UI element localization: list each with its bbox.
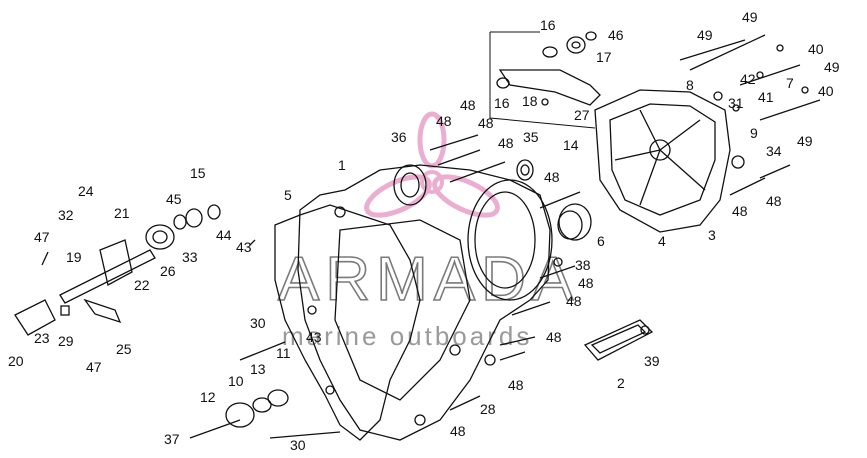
callout-19: 19 [66,249,82,265]
callout-20: 20 [8,353,24,369]
callout-4: 4 [658,233,666,249]
callout-48e: 48 [544,169,560,185]
main-case [297,164,553,441]
callout-31: 31 [728,95,744,111]
callout-11: 11 [276,345,291,361]
callout-14: 14 [563,137,579,153]
callout-48c: 48 [478,115,494,131]
callout-34: 34 [766,143,782,159]
seal-6 [557,203,592,241]
callout-48l: 48 [766,193,782,209]
callout-33: 33 [182,249,198,265]
callout-43b: 43 [306,329,322,345]
callout-27: 27 [574,107,590,123]
inspection-plate [583,319,654,361]
callout-2: 2 [617,375,625,391]
callout-49d: 49 [797,133,813,149]
callout-24: 24 [78,183,94,199]
callout-49b: 49 [742,9,758,25]
callout-1: 1 [338,157,346,173]
callout-45: 45 [166,191,182,207]
bolts [41,34,821,411]
watermark-tagline: marine outboards [282,321,532,351]
callout-48f: 48 [578,275,594,291]
callout-49a: 49 [697,27,713,43]
callout-21: 21 [114,205,130,221]
callout-48i: 48 [508,377,524,393]
callout-25: 25 [116,341,132,357]
callout-38: 38 [575,257,591,273]
callout-47a: 47 [34,229,50,245]
callout-5: 5 [284,187,292,203]
callout-18: 18 [522,93,538,109]
breather-assembly [489,31,601,129]
callout-37: 37 [164,431,180,447]
callout-44: 44 [216,227,232,243]
oil-seal-35 [516,159,534,181]
callout-22: 22 [134,277,150,293]
case-cover [594,89,731,233]
plug-38 [553,257,563,267]
callout-9: 9 [750,125,758,141]
callout-49c: 49 [824,59,840,75]
callout-26: 26 [160,263,176,279]
callout-42: 42 [740,71,756,87]
callout-40b: 40 [818,83,834,99]
callout-29: 29 [58,333,74,349]
callout-35: 35 [523,129,539,145]
case-gasket [274,204,421,441]
callout-16b: 16 [494,95,510,111]
callout-30b: 30 [290,437,306,453]
callout-48k: 48 [732,203,748,219]
callout-43a: 43 [236,239,252,255]
callout-12: 12 [200,389,216,405]
callout-48g: 48 [566,293,582,309]
callout-32: 32 [58,207,74,223]
callout-48h: 48 [546,329,562,345]
callout-48b: 48 [460,97,476,113]
callout-labels: 1 2 3 4 5 6 7 8 9 10 11 12 13 14 15 16 1… [8,9,840,453]
callout-28: 28 [480,401,496,417]
callout-48d: 48 [498,135,514,151]
watermark: ARMADA marine outboards [277,111,574,351]
lower-fittings [189,389,341,439]
callout-46: 46 [608,27,624,43]
callout-6: 6 [597,233,605,249]
callout-30a: 30 [250,315,266,331]
callout-17: 17 [596,49,612,65]
callout-39: 39 [644,353,660,369]
callout-8: 8 [686,77,694,93]
callout-41: 41 [758,89,774,105]
callout-48j: 48 [450,423,466,439]
callout-23: 23 [34,330,50,346]
bearing-36 [393,164,427,206]
callout-48a: 48 [436,113,452,129]
callout-7: 7 [786,75,794,91]
shift-shaft-assembly [14,204,221,336]
callout-36: 36 [391,129,407,145]
callout-40a: 40 [808,41,824,57]
callout-47b: 47 [86,359,102,375]
callout-10: 10 [228,373,244,389]
callout-13: 13 [250,361,266,377]
callout-15: 15 [190,165,206,181]
callout-16a: 16 [540,17,556,33]
callout-3: 3 [708,227,716,243]
